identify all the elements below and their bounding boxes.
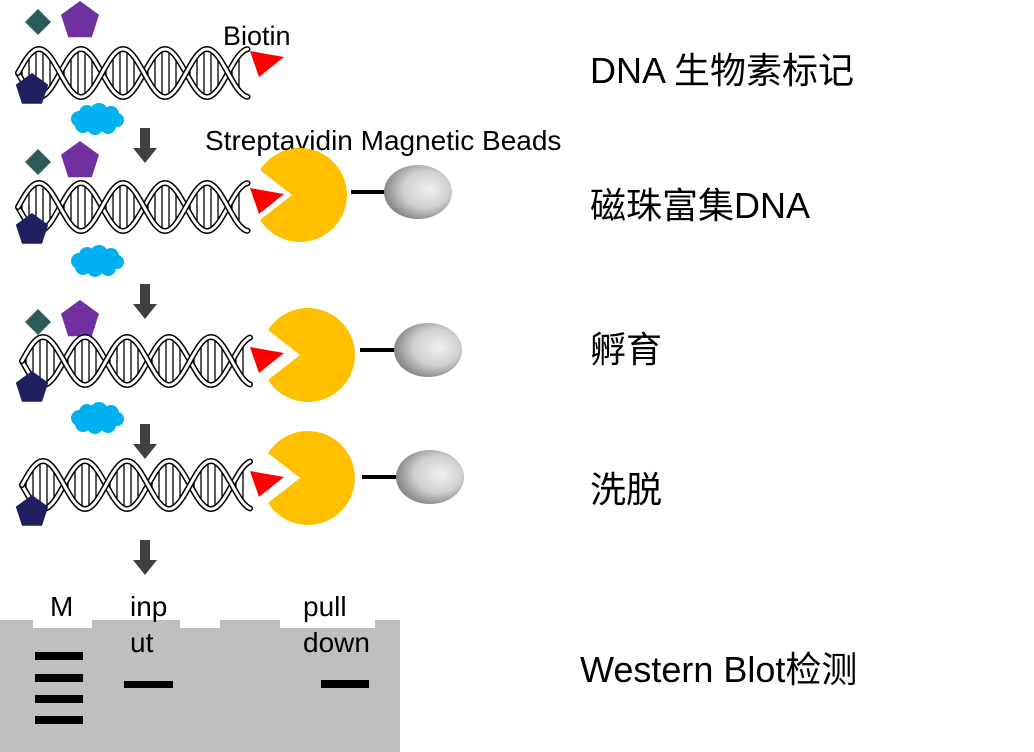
dna-helix [19, 457, 253, 513]
lane-label-pulldown-line-1: pull [303, 591, 347, 622]
dna-helix [15, 45, 251, 101]
dna-strand [16, 47, 249, 99]
navy-pentagon-protein-icon [15, 371, 49, 402]
step-4-elution: 洗脱 [15, 430, 662, 526]
purple-pentagon-protein-icon [61, 141, 99, 178]
dna-strand [16, 181, 249, 233]
cloud-protein-icon [71, 402, 124, 434]
purple-pentagon-protein-icon [61, 1, 99, 38]
step-label-incubation: 孵育 [590, 329, 662, 370]
dna-helix [15, 179, 251, 235]
step-label-bead-enrichment: 磁珠富集DNA [590, 185, 810, 226]
magnetic-bead-icon [384, 165, 452, 219]
marker-band [35, 695, 83, 703]
step-2-bead-enrichment: Streptavidin Magnetic Beads 磁珠富集DNA [15, 125, 810, 277]
diamond-protein-icon [25, 9, 51, 35]
navy-pentagon-protein-icon [15, 73, 49, 104]
marker-lane [35, 652, 83, 724]
streptavidin-pacman-icon [260, 148, 347, 243]
down-arrow-icon [133, 284, 157, 319]
marker-band [35, 716, 83, 724]
cloud-protein-icon [71, 245, 124, 277]
navy-pentagon-protein-icon [15, 213, 49, 244]
dna-strand [20, 335, 252, 387]
biotin-tag-icon [250, 347, 284, 373]
biotin-tag-icon [250, 471, 284, 497]
down-arrow-icon [133, 540, 157, 575]
dna-strand [20, 335, 252, 387]
lane-label-input-line-1: inp [130, 591, 167, 622]
biotin-tag-icon [250, 188, 284, 214]
dna-strand [20, 459, 252, 511]
marker-band [35, 674, 83, 682]
step-label-biotin-labeling: DNA 生物素标记 [590, 50, 854, 91]
input-band [124, 681, 173, 688]
pulldown-band [321, 680, 369, 688]
lane-label-marker: M [50, 591, 73, 622]
blot-well-gap [180, 620, 220, 628]
dna-strand [16, 181, 249, 233]
magnetic-bead-icon [396, 450, 464, 504]
cloud-protein-icon [71, 103, 124, 135]
lane-label-pulldown-line-2: down [303, 627, 370, 658]
streptavidin-pacman-icon [268, 430, 355, 526]
biotin-label: Biotin [223, 21, 291, 51]
diamond-protein-icon [25, 149, 51, 175]
down-arrow-icon [133, 128, 157, 163]
navy-pentagon-protein-icon [15, 495, 49, 526]
step-label-elution: 洗脱 [590, 469, 662, 510]
step-label-western-blot: Western Blot检测 [580, 649, 857, 690]
marker-band [35, 652, 83, 660]
diamond-protein-icon [25, 309, 51, 335]
western-blot: M inp ut pull down Western Blot检测 [0, 591, 857, 752]
magnetic-bead-icon [394, 323, 462, 377]
biotin-tag-icon [250, 51, 284, 77]
dna-strand [16, 47, 249, 99]
blot-well-gap [280, 620, 375, 628]
step-3-incubation: 孵育 [15, 300, 662, 434]
lane-label-input-line-2: ut [130, 627, 154, 658]
streptavidin-beads-label: Streptavidin Magnetic Beads [205, 125, 561, 156]
purple-pentagon-protein-icon [61, 300, 99, 337]
dna-strand [20, 459, 252, 511]
streptavidin-pacman-icon [268, 308, 355, 402]
blot-well-gap [33, 620, 92, 628]
down-arrow-icon [133, 424, 157, 459]
step-1-dna-biotin-labeling: Biotin DNA 生物素标记 [15, 1, 854, 135]
dna-helix [19, 333, 253, 389]
